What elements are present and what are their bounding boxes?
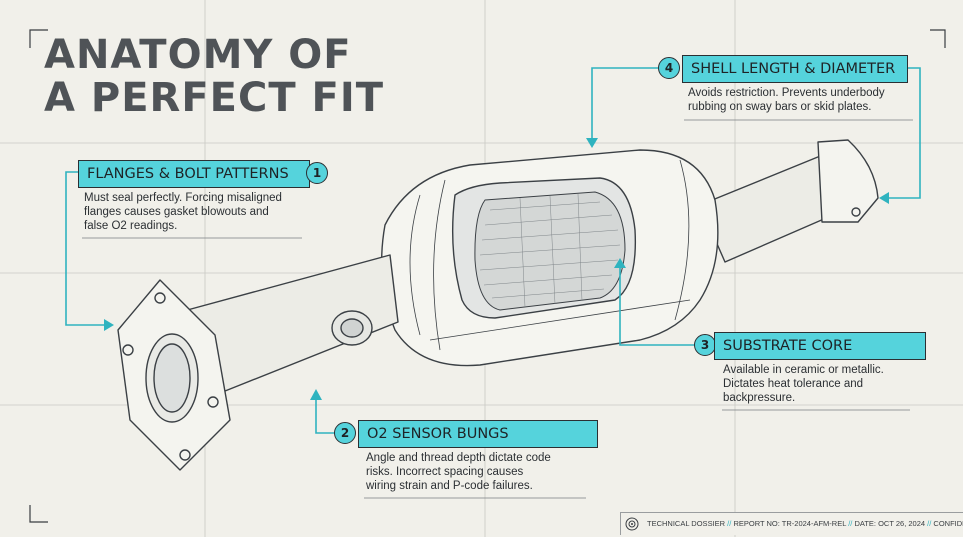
callout-label: O2 SENSOR BUNGS: [358, 420, 598, 448]
callout-shell-length: 4 SHELL LENGTH & DIAMETER Avoids restric…: [658, 55, 913, 120]
callout-description: Avoids restriction. Prevents underbody r…: [688, 87, 885, 113]
callout-number: 1: [306, 162, 328, 184]
crop-marks: [29, 29, 946, 523]
leader-1: [65, 171, 108, 326]
footer-separator: //: [848, 519, 853, 528]
callout-description: Must seal perfectly. Forcing misaligned …: [84, 192, 282, 232]
callout-substrate-core: 3 SUBSTRATE CORE Available in ceramic or…: [694, 332, 926, 412]
dossier-footer: TECHNICAL DOSSIER // REPORT NO: TR-2024-…: [620, 512, 963, 535]
leader-4a: [591, 67, 658, 142]
footer-report-number: REPORT NO: TR-2024-AFM-REL: [733, 519, 847, 528]
callout-number: 4: [658, 57, 680, 79]
callout-o2-sensor: 2 O2 SENSOR BUNGS Angle and thread depth…: [334, 420, 598, 505]
gear-seal-icon: [625, 517, 639, 531]
callout-description: Angle and thread depth dictate code risk…: [366, 452, 551, 492]
callout-label: SHELL LENGTH & DIAMETER: [682, 55, 908, 83]
leader-arrowheads: [104, 138, 889, 400]
footer-separator: //: [927, 519, 932, 528]
callout-label: SUBSTRATE CORE: [714, 332, 926, 360]
callout-flanges: FLANGES & BOLT PATTERNS 1 Must seal perf…: [78, 160, 338, 245]
leader-2: [315, 395, 336, 434]
footer-text: TECHNICAL DOSSIER // REPORT NO: TR-2024-…: [647, 513, 963, 535]
page-title: ANATOMY OF A PERFECT FIT: [44, 32, 385, 121]
leader-lines: [65, 67, 921, 434]
callout-number: 3: [694, 334, 716, 356]
catalytic-converter: [117, 139, 879, 471]
description-rules: [82, 119, 913, 499]
footer-doc-type: TECHNICAL DOSSIER: [647, 519, 726, 528]
callout-label: FLANGES & BOLT PATTERNS: [78, 160, 310, 188]
footer-date: DATE: OCT 26, 2024: [854, 519, 926, 528]
leader-4b: [885, 67, 921, 199]
callout-number: 2: [334, 422, 356, 444]
footer-separator: //: [727, 519, 732, 528]
callout-description: Available in ceramic or metallic. Dictat…: [723, 364, 884, 404]
leader-3: [619, 265, 696, 346]
footer-classification: CONFIDENTIAL: [933, 519, 963, 528]
